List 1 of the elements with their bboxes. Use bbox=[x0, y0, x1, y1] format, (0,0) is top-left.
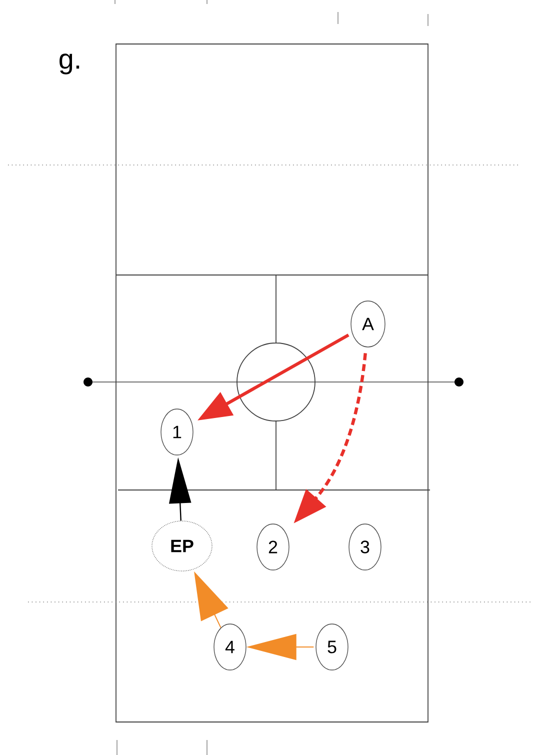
panel-letter: g. bbox=[60, 54, 80, 74]
